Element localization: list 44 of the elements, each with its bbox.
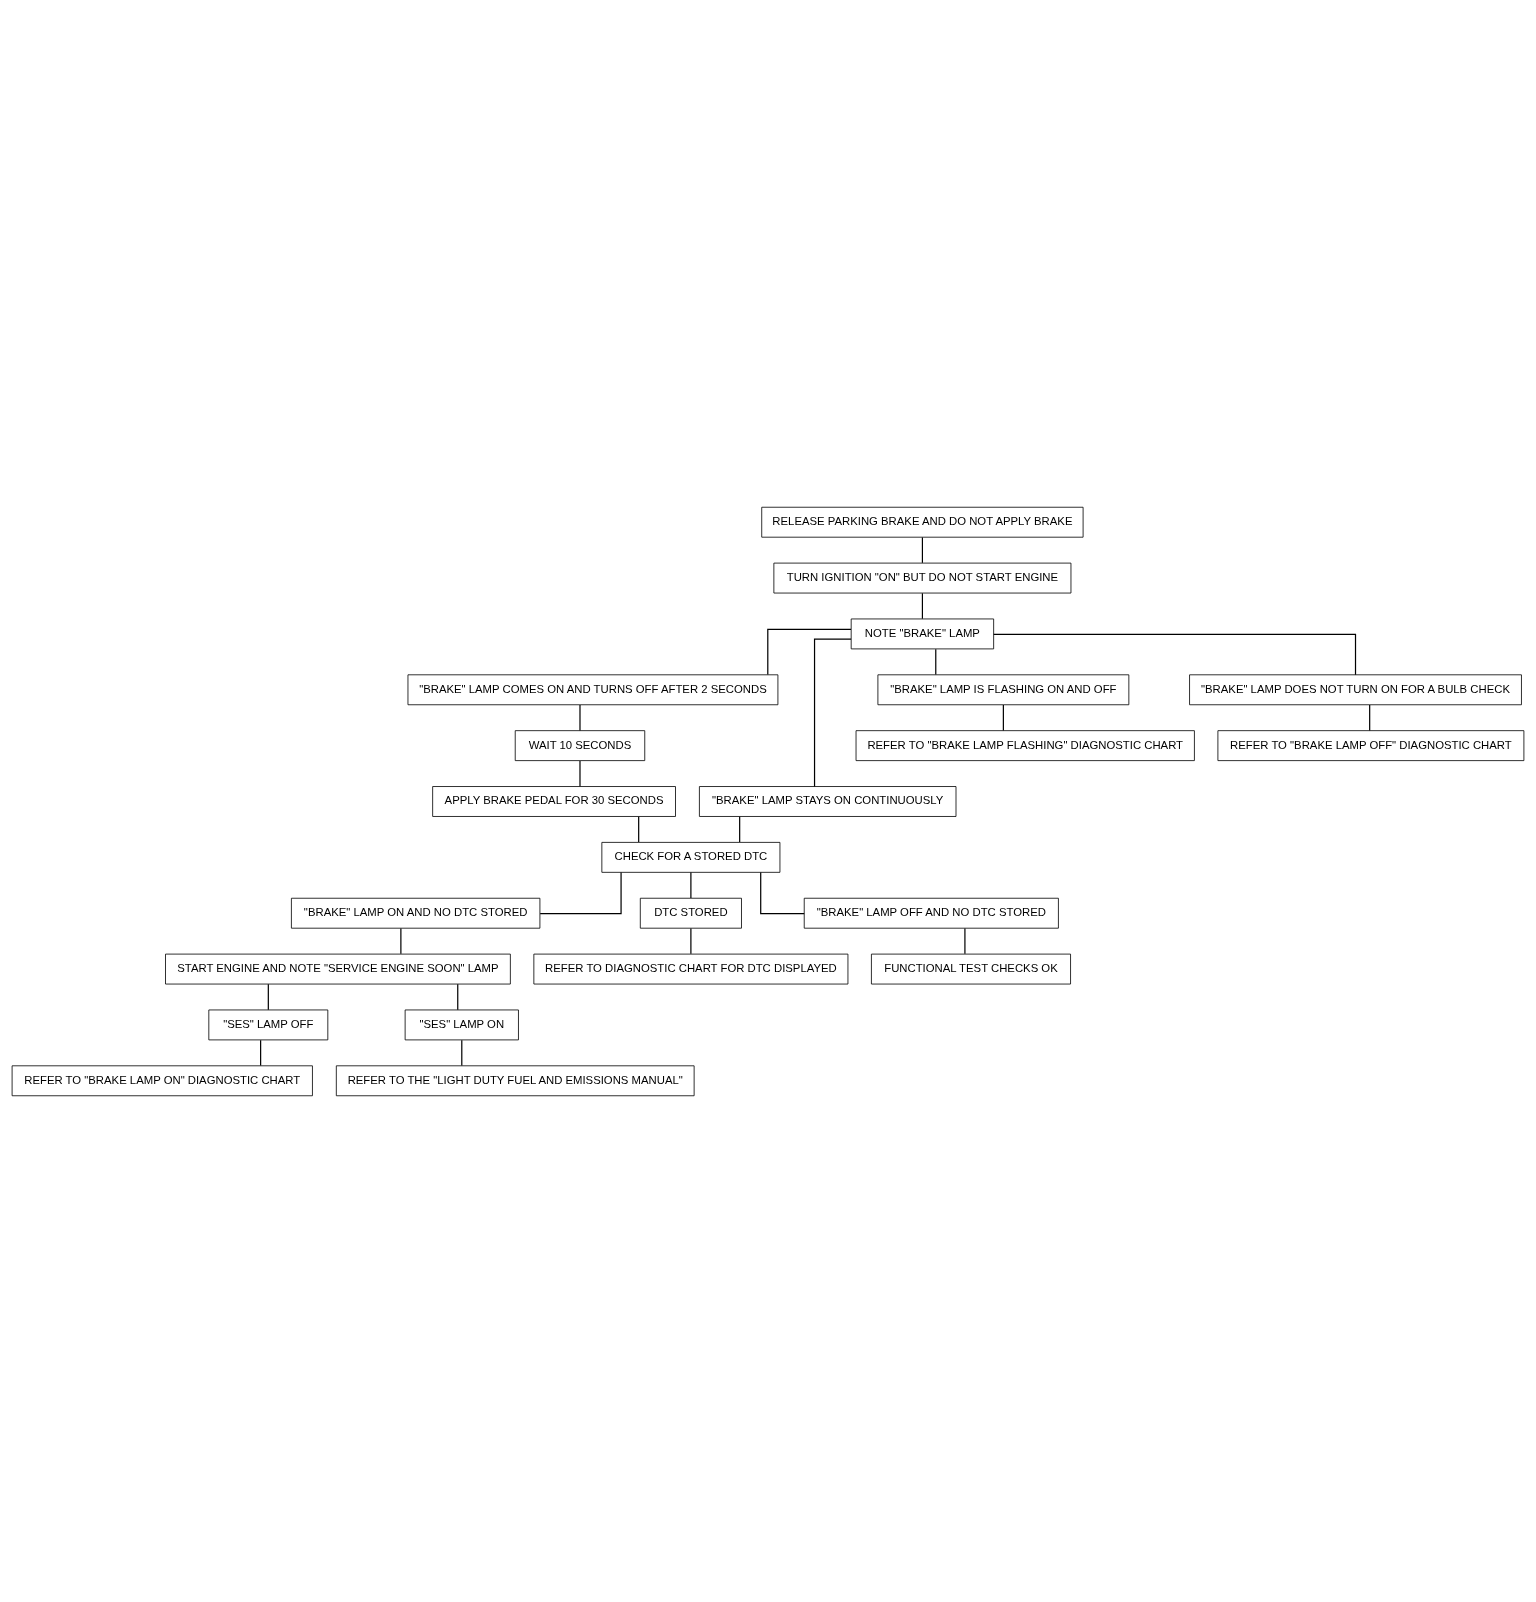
connector: [690, 927, 692, 954]
connector: [760, 871, 805, 914]
node-box: NOTE "BRAKE" LAMP: [850, 618, 995, 649]
connector: [400, 927, 402, 954]
connector: [921, 536, 924, 563]
node-box: "BRAKE" LAMP OFF AND NO DTC STORED: [803, 897, 1059, 929]
node-box: "BRAKE" LAMP DOES NOT TURN ON FOR A BULB CHECK: [1189, 673, 1522, 705]
connector: [739, 815, 741, 843]
node-box: "BRAKE" LAMP COMES ON AND TURNS OFF AFTER 2 SECONDS: [407, 673, 779, 705]
node-box: "SES" LAMP ON: [404, 1009, 519, 1040]
connector: [767, 628, 852, 675]
node-box: "SES" LAMP OFF: [208, 1009, 329, 1040]
node-box: CHECK FOR A STORED DTC: [601, 841, 781, 873]
node-box: TURN IGNITION "ON" BUT DO NOT START ENGINE: [773, 562, 1072, 593]
node-box: APPLY BRAKE PEDAL FOR 30 SECONDS: [432, 785, 676, 817]
connector: [935, 648, 937, 675]
node-box: REFER TO "BRAKE LAMP FLASHING" DIAGNOSTIC CHART: [855, 729, 1195, 761]
connector: [539, 871, 622, 914]
connector: [813, 638, 852, 787]
connector: [267, 983, 269, 1010]
connector: [579, 703, 581, 731]
node-box: "BRAKE" LAMP STAYS ON CONTINUOUSLY: [699, 785, 957, 817]
connector: [964, 927, 966, 954]
node-box: "BRAKE" LAMP IS FLASHING ON AND OFF: [877, 673, 1130, 705]
connector: [461, 1039, 463, 1066]
node-box: START ENGINE AND NOTE "SERVICE ENGINE SOON" LAMP: [165, 953, 511, 984]
node-box: RELEASE PARKING BRAKE AND DO NOT APPLY BRAKE: [761, 506, 1084, 538]
connector: [457, 983, 459, 1010]
node-box: WAIT 10 SECONDS: [514, 729, 646, 761]
node-box: REFER TO "BRAKE LAMP OFF" DIAGNOSTIC CHART: [1217, 729, 1525, 761]
connector: [1002, 703, 1004, 731]
connector: [1369, 703, 1371, 731]
node-box: REFER TO THE "LIGHT DUTY FUEL AND EMISSIONS MANUAL": [335, 1064, 695, 1096]
connector: [993, 633, 1357, 675]
node-box: REFER TO DIAGNOSTIC CHART FOR DTC DISPLAYED: [533, 953, 849, 984]
node-box: REFER TO "BRAKE LAMP ON" DIAGNOSTIC CHART: [11, 1064, 313, 1096]
node-box: DTC STORED: [639, 897, 742, 929]
connector: [921, 592, 924, 619]
connector: [260, 1039, 262, 1066]
node-box: FUNCTIONAL TEST CHECKS OK: [871, 953, 1071, 984]
node-box: "BRAKE" LAMP ON AND NO DTC STORED: [291, 897, 541, 929]
connector: [579, 759, 581, 787]
connector: [638, 815, 640, 843]
connector: [690, 871, 692, 899]
